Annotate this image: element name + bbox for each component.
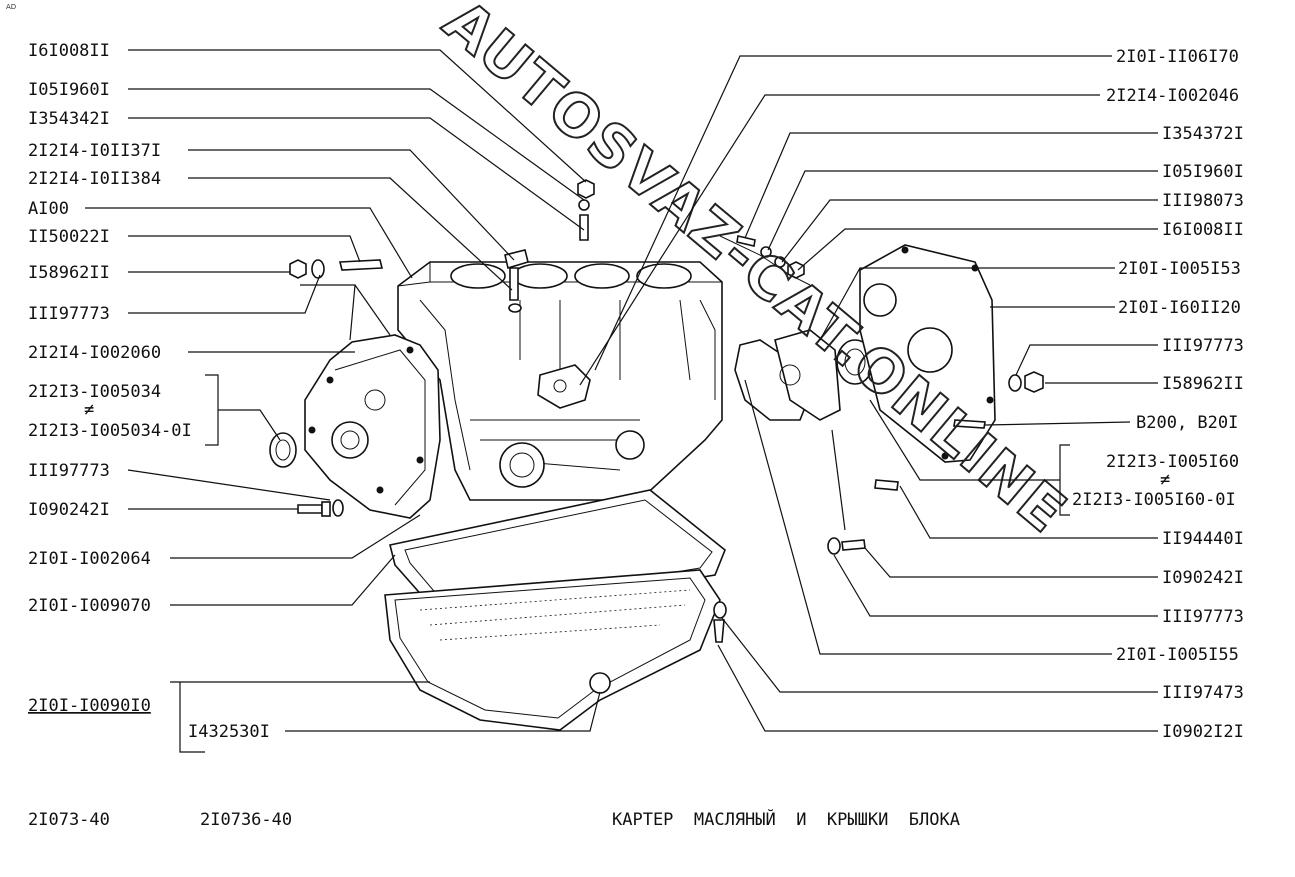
callout-label: 2I0I-I005I55 <box>1116 645 1239 665</box>
model-code-1: 2I073-40 <box>28 810 110 830</box>
callout-label: 2I2I3-I005034-0I <box>28 421 192 441</box>
callout-label: I090242I <box>1162 568 1244 588</box>
callout-label-main: 2I0I-I0090I0 <box>28 696 151 716</box>
callout-label: AI00 <box>28 199 69 219</box>
callout-label: I354342I <box>28 109 110 129</box>
callout-label: I0902I2I <box>1162 722 1244 742</box>
front-cover-drawing <box>269 259 441 519</box>
callout-label: III97773 <box>1162 607 1244 627</box>
callout-label: 2I2I4-I002046 <box>1106 86 1239 106</box>
callout-label: III97473 <box>1162 683 1244 703</box>
callout-label: 2I2I3-I005034 <box>28 382 161 402</box>
oil-pan-drawing <box>384 489 727 731</box>
callout-label: 2I0I-I005I53 <box>1118 259 1241 279</box>
callout-label: II94440I <box>1162 529 1244 549</box>
callout-label: 2I0I-I60II20 <box>1118 298 1241 318</box>
callout-label: I432530I <box>188 722 270 742</box>
not-equal-mark: ≠ <box>84 400 94 420</box>
top-fittings-drawing <box>504 179 595 313</box>
callout-label: 2I0I-I009070 <box>28 596 151 616</box>
callout-label: 2I2I4-I0II37I <box>28 141 161 161</box>
callout-label: I6I008II <box>1162 220 1244 240</box>
callout-label: B200, B20I <box>1136 413 1238 433</box>
callout-label: 2I0I-I002064 <box>28 549 151 569</box>
rear-cover-drawing <box>719 235 1044 555</box>
callout-label: III97773 <box>1162 336 1244 356</box>
left-callouts: I6I008II I05I960I I354342I 2I2I4-I0II37I… <box>28 41 270 742</box>
model-code-2: 2I0736-40 <box>200 810 292 830</box>
callout-label: 2I2I3-I005I60-0I <box>1072 490 1236 510</box>
not-equal-mark: ≠ <box>1160 470 1170 490</box>
callout-label: I05I960I <box>28 80 110 100</box>
leader-lines <box>85 49 1158 753</box>
right-callouts: 2I0I-II06I70 2I2I4-I002046 I354372I I05I… <box>1072 47 1244 742</box>
callout-label: 2I0I-II06I70 <box>1116 47 1239 67</box>
corner-mark: AD <box>6 3 16 11</box>
footer: 2I073-40 2I0736-40 КАРТЕР МАСЛЯНЫЙ И КРЫ… <box>28 808 960 830</box>
callout-label: I090242I <box>28 500 110 520</box>
callout-label: I354372I <box>1162 124 1244 144</box>
diagram-title: КАРТЕР МАСЛЯНЫЙ И КРЫШКИ БЛОКА <box>612 808 960 830</box>
callout-label: I6I008II <box>28 41 110 61</box>
callout-label: 2I2I4-I0II384 <box>28 169 161 189</box>
callout-label: I05I960I <box>1162 162 1244 182</box>
callout-label: I58962II <box>28 263 110 283</box>
engine-block-drawing <box>397 261 723 501</box>
callout-label: I58962II <box>1162 374 1244 394</box>
callout-label: II50022I <box>28 227 110 247</box>
callout-label: III97773 <box>28 304 110 324</box>
callout-label: 2I2I3-I005I60 <box>1106 452 1239 472</box>
callout-label: III97773 <box>28 461 110 481</box>
callout-label: 2I2I4-I002060 <box>28 343 161 363</box>
callout-label: III98073 <box>1162 191 1244 211</box>
